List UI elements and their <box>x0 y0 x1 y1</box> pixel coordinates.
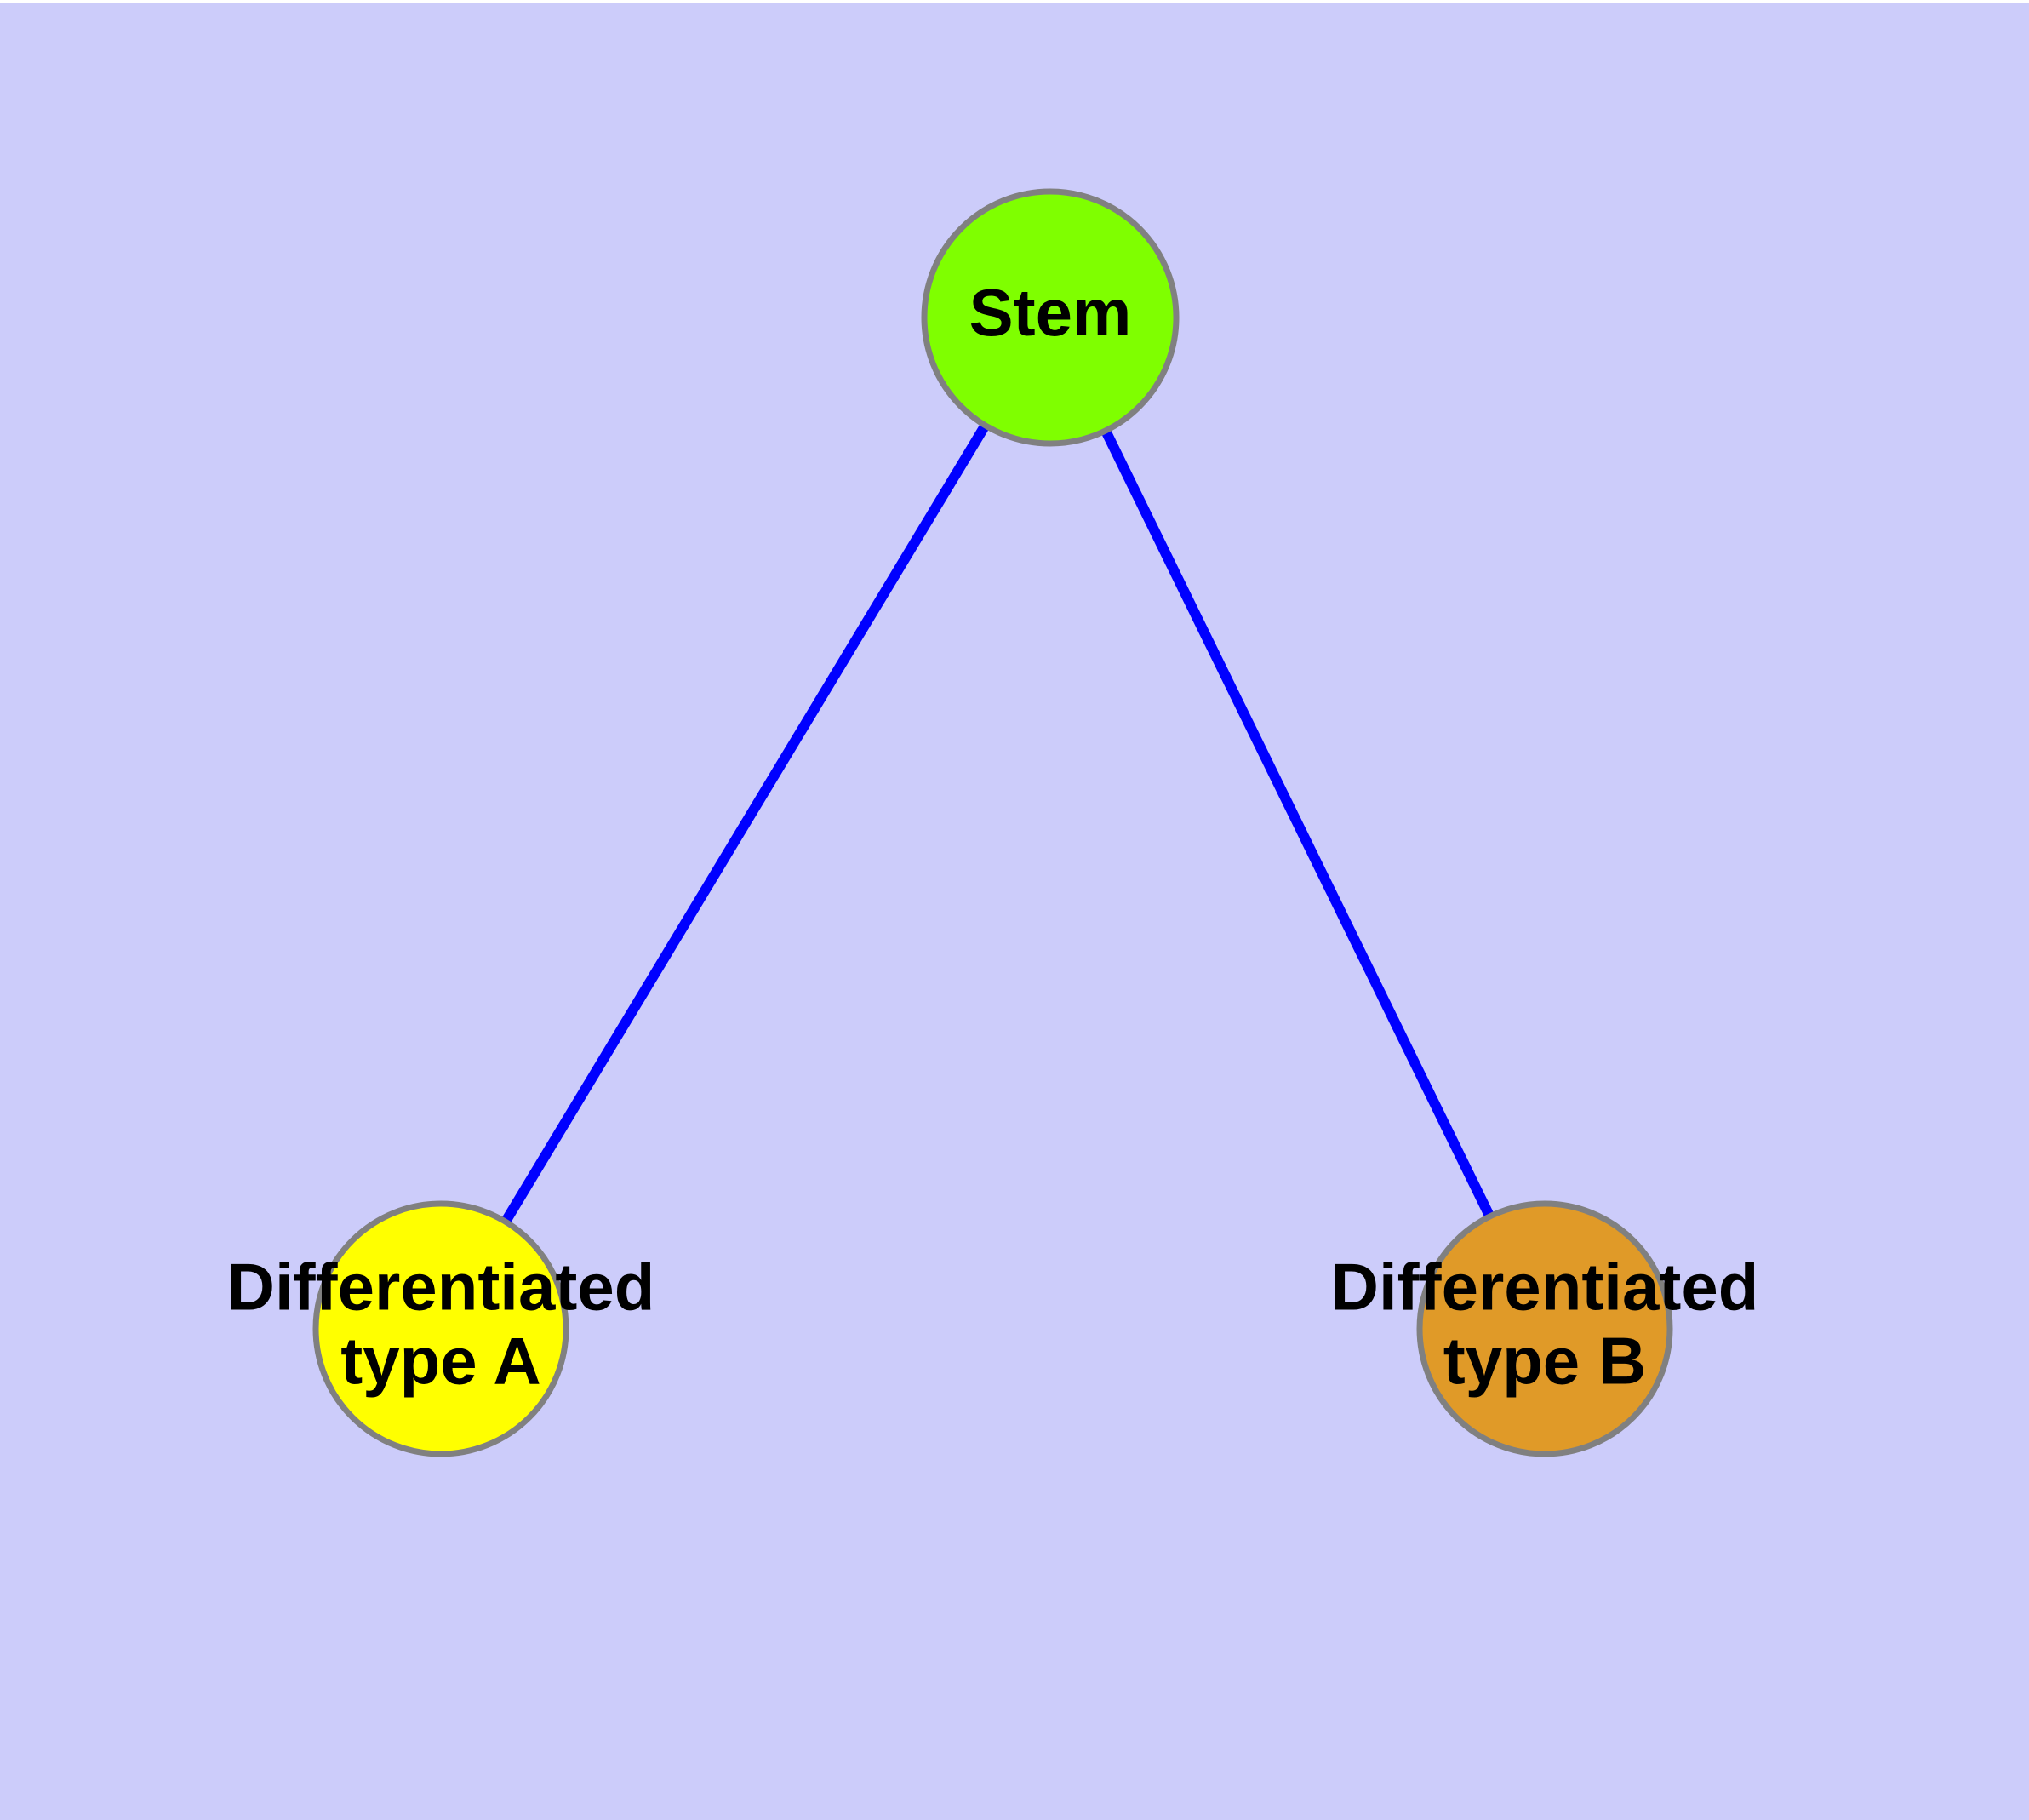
node-differentiated-type-b-circle[interactable] <box>1416 1200 1673 1457</box>
node-label-line: Stem <box>969 275 1132 350</box>
node-label-line: type A <box>340 1323 541 1398</box>
node-stem-label: Stem <box>969 275 1132 350</box>
node-differentiated-type-a-circle[interactable] <box>312 1200 569 1457</box>
node-stem-circle[interactable] <box>921 188 1180 447</box>
edge-stem-to-differentiated-type-b[interactable] <box>1045 315 1550 1331</box>
node-label-line: type B <box>1443 1323 1646 1398</box>
node-label-line: Differentiated <box>227 1249 655 1324</box>
node-label-line: Differentiated <box>1331 1249 1759 1324</box>
edges-layer <box>436 314 1550 1332</box>
edge-stem-to-differentiated-type-a[interactable] <box>436 314 1055 1332</box>
nodes-layer <box>312 188 1673 1457</box>
